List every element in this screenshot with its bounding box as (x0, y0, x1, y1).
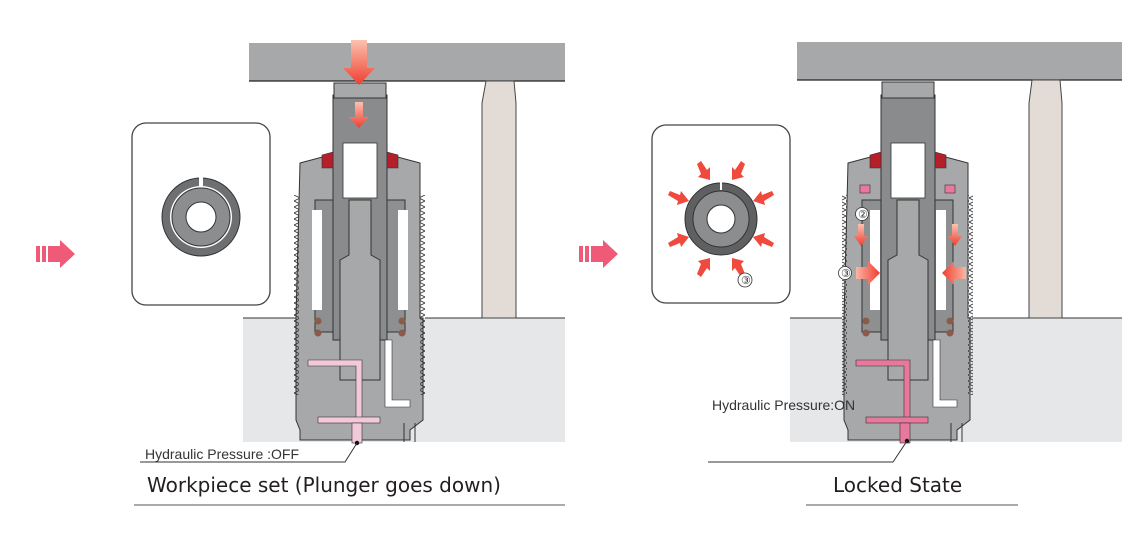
press-arrow-right (942, 261, 966, 285)
press-arrow-large (343, 40, 375, 85)
inset-marker: ③ (741, 275, 751, 287)
ball-column-left (312, 210, 322, 310)
panel-locked-state: ③ (651, 42, 1122, 506)
locating-pin (1028, 79, 1063, 319)
split-ring-icon (684, 182, 758, 256)
split-ring-icon (161, 176, 241, 257)
svg-text:③: ③ (841, 268, 851, 280)
svg-text:②: ② (858, 209, 868, 221)
marker-2: ② (855, 207, 869, 221)
down-arrow-left (854, 224, 868, 246)
inset-ring-open (131, 122, 271, 306)
work-support-body (294, 82, 425, 444)
work-support-body (842, 81, 973, 444)
caption-workpiece-set: Workpiece set (Plunger goes down) (147, 473, 501, 497)
panel-workpiece-set: Hydraulic Pressure :OFF Workpiece set (P… (131, 40, 565, 506)
ball-column-right (398, 210, 408, 310)
workpiece (797, 42, 1122, 80)
workpiece (249, 43, 565, 81)
inset-ring-compressed: ③ (651, 124, 791, 304)
flow-arrow-1 (36, 240, 75, 268)
caption-locked-state: Locked State (833, 473, 962, 497)
flow-arrow-2 (579, 240, 618, 268)
pressure-label-off: Hydraulic Pressure :OFF (145, 446, 299, 462)
plunger-arrow (349, 102, 369, 128)
press-arrow-left (856, 261, 880, 285)
pressure-label-on: Hydraulic Pressure:ON (712, 397, 855, 413)
down-arrow-right (948, 224, 962, 246)
compression-arrows (668, 161, 774, 277)
locating-pin (481, 80, 517, 319)
marker-3: ③ (838, 266, 852, 280)
